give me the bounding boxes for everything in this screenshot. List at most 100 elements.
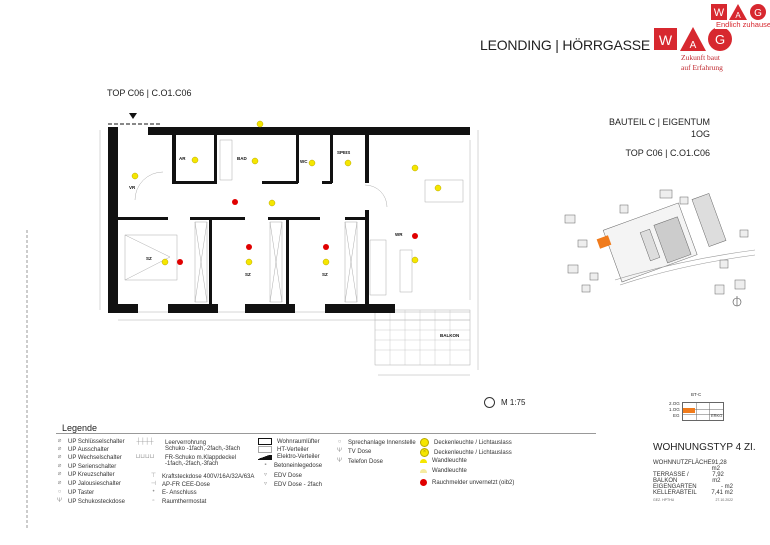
legend-item: HT-Verteiler [277, 446, 309, 453]
svg-text:G: G [715, 32, 725, 47]
smoke-detector-icon [323, 244, 329, 250]
electric-distributor-icon [258, 454, 272, 460]
legend-item: UP Taster [68, 489, 95, 496]
ceiling-light-icon [191, 156, 199, 164]
wag-logo-small: W A G Endlich zuhause. [711, 3, 770, 29]
power-socket-icon: ⊤ [150, 473, 157, 479]
legend-item: Wandleuchte [432, 458, 467, 464]
legend-item: TV Dose [348, 448, 372, 455]
top-label: TOP C06 | C.O1.C06 [107, 88, 192, 98]
data-socket-icon: ▿ [263, 472, 267, 478]
phone-socket-icon: Ψ [336, 458, 342, 464]
ceiling-light-icon [245, 258, 253, 266]
switch-icon: ⌀ [57, 446, 62, 452]
legend-item: Elektro-Verteiler [277, 454, 320, 460]
ceiling-light-icon [434, 184, 442, 192]
svg-text:A: A [690, 40, 697, 51]
keyplan-unit-highlight [683, 408, 695, 413]
room-label-wc: WC [300, 159, 308, 164]
smoke-detector-icon [177, 259, 183, 265]
smoke-detector-icon [420, 479, 427, 486]
keyplan-title: BT-C [691, 392, 702, 397]
socket-icon: Ψ [56, 498, 62, 504]
concrete-box-icon: ▪ [264, 462, 267, 468]
wall-light-alt-icon [420, 469, 427, 473]
keyplan-floor: 1.OG [669, 407, 680, 412]
room-label-sz-3: SZ [322, 272, 328, 277]
legend-item: -1fach,-2fach,-3fach [165, 461, 219, 467]
ceiling-light-icon [420, 438, 429, 447]
project-title: LEONDING | HÖRRGASSE [480, 37, 651, 53]
legend-item: Leerverrohrung [165, 439, 207, 446]
legend-item: Wandleuchte [432, 468, 467, 474]
ceiling-light-x-icon: × [420, 448, 429, 457]
wag-tagline-small: Endlich zuhause. [715, 20, 770, 29]
legend-item: UP Wechselschalter [68, 454, 122, 461]
wall-light-icon [256, 120, 264, 128]
ceiling-light-icon [161, 258, 169, 266]
wag-logo-large: W A G Zukunft baut auf Erfahrung [654, 27, 734, 72]
area-label: TERRASSE / BALKON [653, 472, 689, 484]
legend-item: Deckenleuchte / Lichtauslass [434, 449, 512, 456]
scale-icon [484, 397, 495, 408]
legend-item: UP Schlüsselschalter [68, 438, 125, 445]
legend-item: Kraftsteckdose 400V/16A/32A/63A [162, 473, 255, 480]
button-icon: ○ [57, 489, 62, 495]
cee-socket-icon: ⊣ [150, 481, 157, 487]
ceiling-light-icon [268, 199, 276, 207]
keyplan-ebene: ERKG [711, 413, 723, 418]
svg-text:W: W [714, 7, 725, 19]
e-connection-icon: • [152, 489, 155, 495]
svg-text:W: W [659, 32, 673, 48]
site-plan [564, 189, 756, 307]
switch-icon: ⌀ [57, 454, 62, 460]
legend-item: FR-Schuko m.Klappdeckel [165, 454, 237, 461]
legend-item: Rauchmelder unvernetzt (oib2) [432, 479, 515, 486]
switch-icon: ⌀ [57, 471, 62, 477]
legend-item: Wohnraumlüfter [277, 438, 320, 445]
legend-item: Betoneinlegedose [274, 462, 323, 469]
area-value: 7,41 m2 [711, 490, 733, 496]
fr-socket-icon: ⊔⊔⊔⊔ [135, 454, 155, 460]
legend-item: Raumthermostat [162, 498, 207, 505]
wag-tagline-2: auf Erfahrung [681, 63, 723, 72]
smoke-detector-icon [246, 244, 252, 250]
top-unit-label: TOP C06 | C.O1.C06 [625, 148, 710, 158]
ceiling-light-icon [411, 256, 419, 264]
ventilator-icon [258, 438, 272, 445]
svg-text:A: A [735, 11, 741, 20]
legend-item: Telefon Dose [348, 458, 384, 465]
legend-item: EDV Dose - 2fach [274, 481, 323, 488]
legend-item: UP Ausschalter [68, 446, 109, 453]
room-label-ar: AR [179, 156, 186, 161]
ceiling-light-icon [322, 258, 330, 266]
ceiling-light-icon [308, 159, 316, 167]
blind-switch-icon: ⌀ [57, 480, 62, 486]
footer-row: GEZ. HPTHU 27.10.2022 [653, 498, 733, 502]
svg-text:G: G [754, 8, 762, 19]
keyplan-floor: 2.OG [669, 401, 680, 406]
area-label: WOHNNUTZFLÄCHE [653, 460, 712, 466]
ceiling-light-icon [411, 164, 419, 172]
entrance-marker-icon [129, 113, 137, 119]
legend-title: Legende [62, 423, 98, 433]
legend-item: Sprechanlage Innenstelle [348, 439, 416, 446]
drawn-date: 27.10.2022 [715, 498, 733, 502]
ceiling-light-icon [251, 157, 259, 165]
smoke-detector-icon [412, 233, 418, 239]
ceiling-light-icon [131, 172, 139, 180]
drawn-by: GEZ. HPTHU [653, 498, 675, 502]
wag-logo-large-mark: W A G [654, 27, 732, 51]
legend-item: UP Schukosteckdose [68, 498, 125, 505]
legend-item: Schuko -1fach,-2fach,-3fach [165, 446, 241, 452]
area-row: EIGENGARTEN- m2 [653, 484, 733, 490]
intercom-icon: ○ [337, 439, 342, 445]
switch-icon: ⌀ [57, 463, 62, 469]
room-label-wr: WR [395, 232, 403, 237]
